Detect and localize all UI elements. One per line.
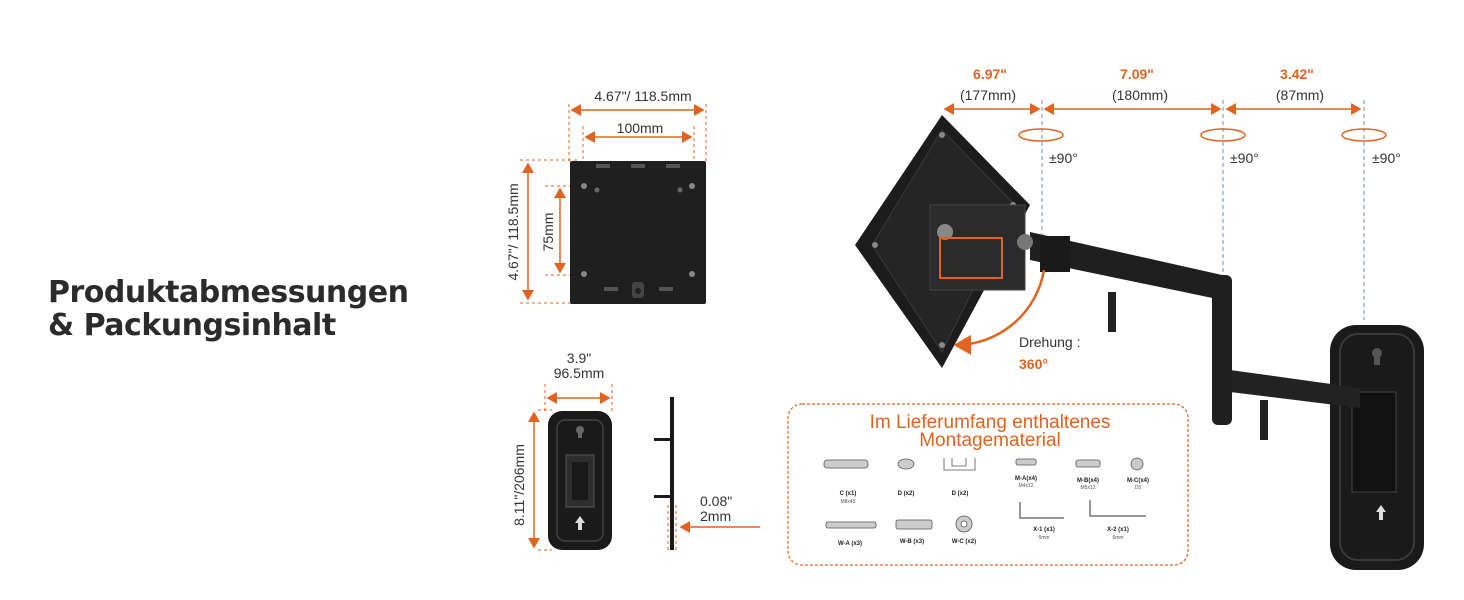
bolt-c-icon	[823, 459, 869, 469]
arm-seg2-in: 7.09"	[1120, 66, 1154, 82]
swivel-1-label: ±90°	[1049, 150, 1078, 166]
arm-seg3-mm: (87mm)	[1276, 87, 1324, 103]
kit-item-7-label: W-A (x3)	[838, 541, 862, 547]
wall-plate-image	[548, 411, 612, 550]
kit-title-line-2: Montagematerial	[919, 430, 1061, 451]
arm-seg1-mm: (177mm)	[960, 87, 1016, 103]
wall-plate-width-mm: 96.5mm	[554, 365, 605, 381]
screw-mb-icon	[1075, 459, 1101, 468]
kit-item-5-sub: M5x12	[1080, 485, 1095, 491]
kit-item-10-label: X-1 (x1)	[1033, 527, 1055, 533]
hardware-kit-box: Im Lieferumfang enthaltenes Montagemater…	[787, 403, 1189, 566]
rotation-label: Drehung :	[1019, 334, 1080, 350]
kit-item-11-sub: 6mm	[1112, 535, 1123, 541]
arm-seg1-in: 6.97"	[973, 66, 1007, 82]
kit-item-1-label: C (x1)	[840, 491, 857, 497]
swivel-icons	[1018, 128, 1387, 142]
vesa-inner-height-label: 75mm	[540, 213, 556, 252]
vesa-inner-width-label: 100mm	[617, 120, 664, 136]
title-line-1: Produktabmessungen	[48, 275, 409, 310]
kit-item-6-label: M-C(x4)	[1127, 478, 1149, 484]
kit-item-10-sub: 5mm	[1038, 535, 1049, 541]
kit-item-1-sub: M8x45	[840, 499, 855, 505]
screw-ma-icon	[1015, 458, 1037, 466]
vesa-outer-height-label: 4.67"/ 118.5mm	[505, 183, 521, 280]
kit-item-5-label: M-B(x4)	[1077, 478, 1099, 484]
wall-plate-thickness-in: 0.08"	[700, 493, 732, 509]
kit-item-6-sub: D5	[1135, 485, 1142, 491]
swivel-2-label: ±90°	[1230, 150, 1259, 166]
kit-item-3-label: D (x2)	[952, 491, 969, 497]
swivel-3-label: ±90°	[1372, 150, 1401, 166]
arm-seg2-mm: (180mm)	[1112, 87, 1168, 103]
hex-key-x2-icon	[1089, 500, 1146, 517]
wall-plate-width-in: 3.9"	[567, 350, 591, 366]
vesa-outer-width-label: 4.67"/ 118.5mm	[594, 88, 691, 104]
wood-screw-wa-icon	[825, 521, 877, 529]
kit-item-11-label: X-2 (x1)	[1107, 527, 1129, 533]
kit-item-2-label: D (x2)	[898, 491, 915, 497]
washer-mc-icon	[1130, 457, 1144, 471]
arm-diagram: 6.97" (177mm) 7.09" (180mm) 3.42" (87mm)…	[855, 66, 1424, 570]
wall-plate-thickness-mm: 2mm	[700, 508, 731, 524]
cap-d-icon	[897, 458, 915, 470]
bracket-d-icon	[943, 458, 976, 471]
kit-item-4-label: M-A(x4)	[1015, 476, 1037, 482]
hex-key-x1-icon	[1019, 502, 1064, 519]
kit-item-4-sub: M4x12	[1018, 483, 1033, 489]
page-title: Produktabmessungen & Packungsinhalt	[48, 275, 409, 343]
anchor-wb-icon	[895, 519, 933, 530]
arm-product-image	[855, 115, 1424, 570]
vesa-plate-diagram: 4.67"/ 118.5mm 100mm 4.67"/ 118.5mm 75mm	[505, 88, 707, 304]
rotation-value: 360°	[1019, 356, 1048, 372]
wall-plate-diagram: 3.9" 96.5mm 8.11"/206mm 0.08" 2mm	[511, 350, 760, 551]
kit-item-8-label: W-B (x3)	[900, 539, 924, 545]
title-line-2: & Packungsinhalt	[48, 308, 336, 343]
rotation-highlight	[939, 237, 1003, 279]
wall-plate-side-image	[654, 397, 674, 550]
wall-plate-height-label: 8.11"/206mm	[511, 444, 527, 526]
vesa-plate-image	[570, 161, 706, 304]
rotation-arrow	[953, 269, 1046, 355]
arm-seg3-in: 3.42"	[1280, 66, 1314, 82]
kit-item-9-label: W-C (x2)	[952, 539, 976, 545]
kit-title-line-1: Im Lieferumfang enthaltenes	[870, 412, 1111, 433]
